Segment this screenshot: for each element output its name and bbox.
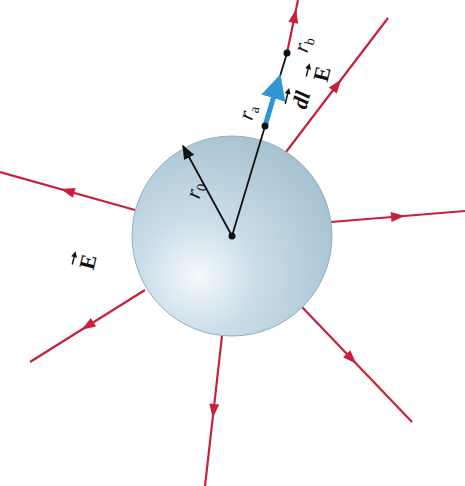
field-arrowhead [208,403,220,418]
center-dot [229,233,236,240]
field-line [302,307,412,422]
field-arrowhead [59,184,75,197]
field-line [30,290,145,362]
field-label: E [310,64,335,84]
point-label: rb [290,33,318,54]
field-line [205,336,222,486]
vector-label: dl [289,89,314,111]
point-label: ra [234,102,262,122]
point-a [262,123,269,130]
field-arrowhead [79,318,96,334]
sphere [132,136,332,336]
field-line [0,172,135,210]
point-b [284,50,291,57]
field-arrowhead [391,211,406,222]
dl-vector [265,79,279,126]
field-arrowhead [343,350,360,367]
field-label: E [76,252,101,272]
field-line [286,18,388,152]
field-arrowhead [288,8,301,24]
field-line [331,211,465,222]
radial-line [232,53,287,236]
